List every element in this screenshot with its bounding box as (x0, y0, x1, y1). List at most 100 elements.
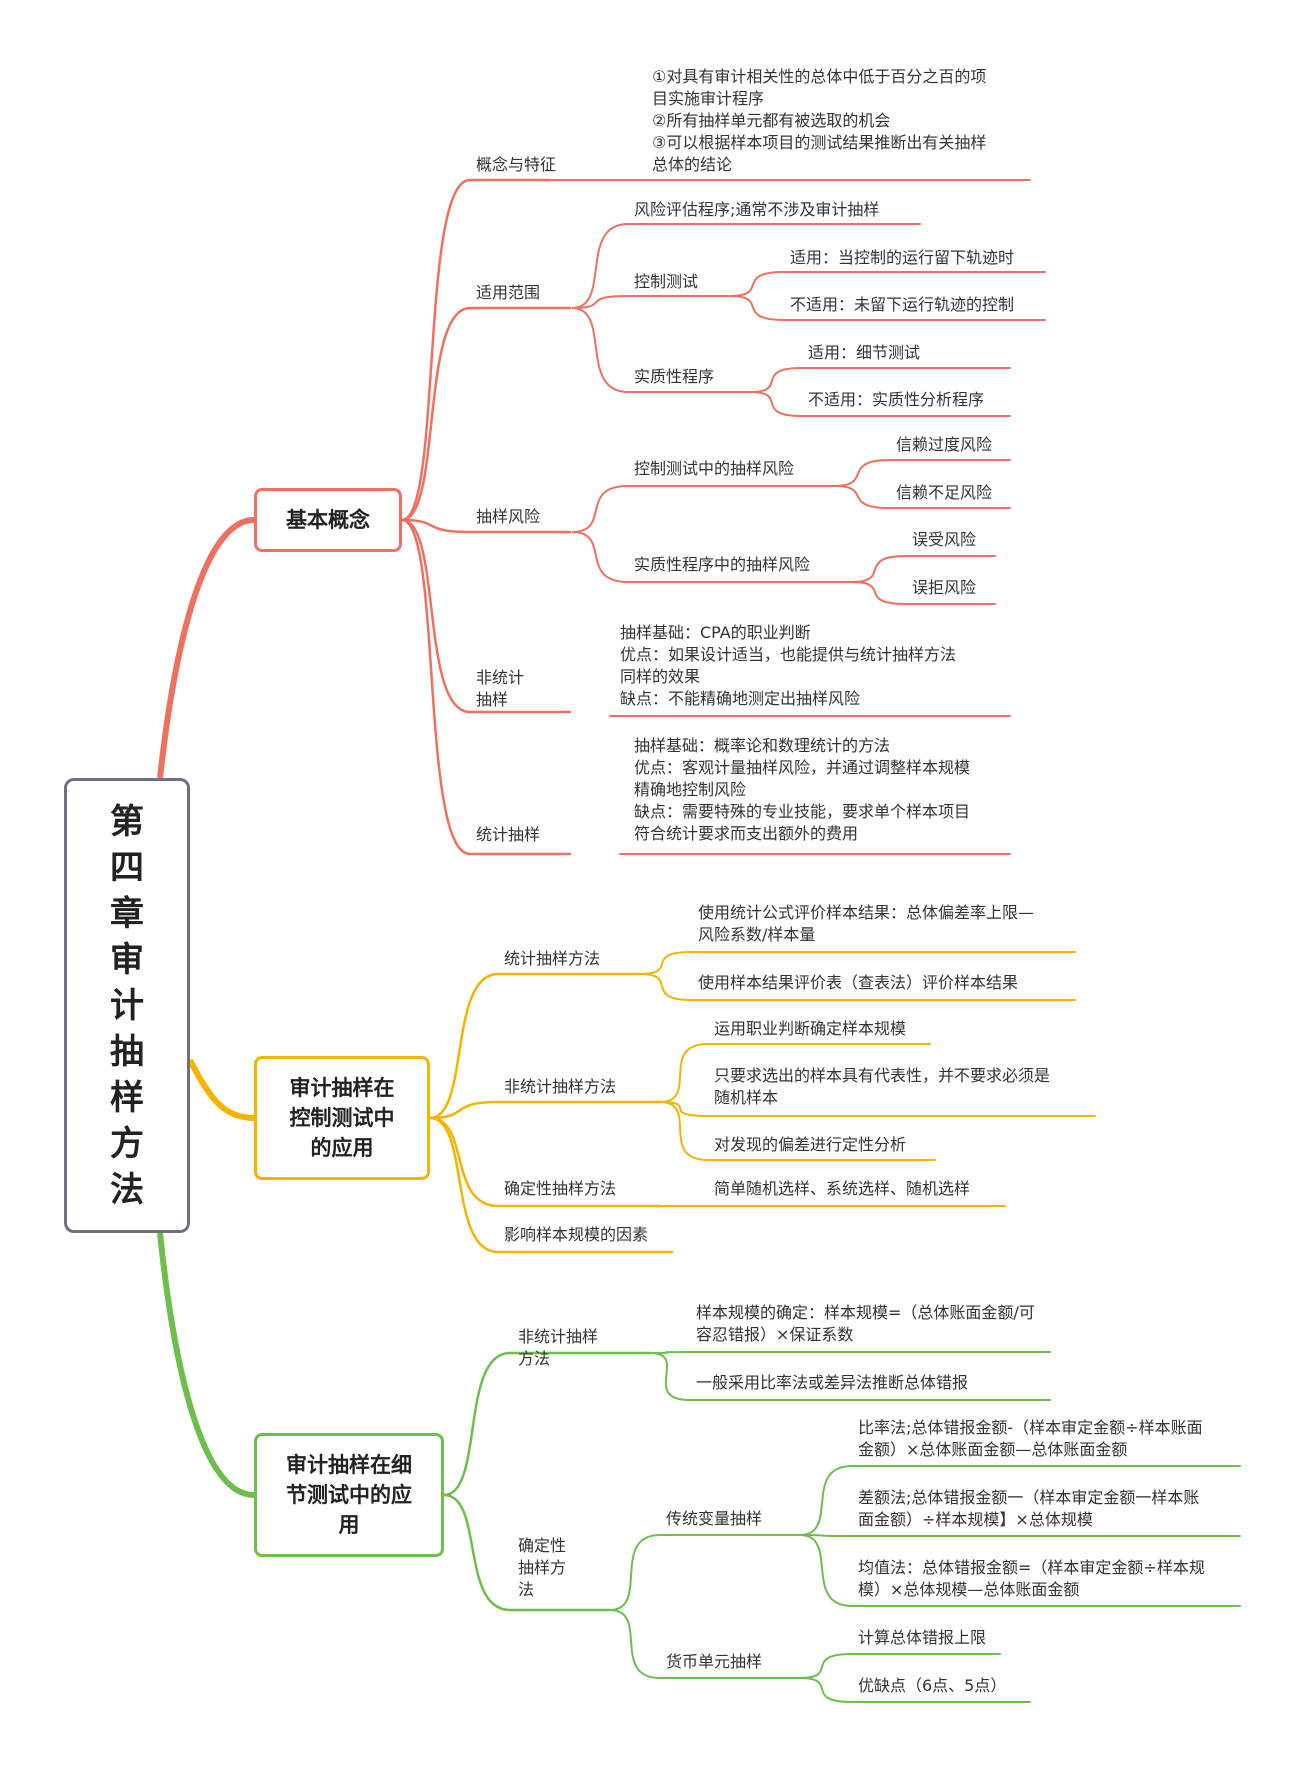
main-node-control-test[interactable]: 审计抽样在 控制测试中 的应用 (254, 1056, 430, 1180)
connector-b1-l1 (401, 518, 471, 534)
node-mus[interactable]: 货币单元抽样 (666, 1652, 763, 1671)
root-title-char: 抽 (110, 1031, 144, 1072)
node-control-applicable[interactable]: 适用：当控制的运行留下轨迹时 (790, 248, 1015, 267)
connector-b2-l1 (429, 972, 499, 1120)
text-nonstat-4: 缺点：不能精确地测定出抽样风险 (620, 689, 861, 708)
node-nonstat-method[interactable]: 非统计抽样方法 (504, 1077, 617, 1096)
main-node-control-test-line: 控制测试中 (289, 1106, 395, 1130)
root-title-char: 计 (110, 985, 144, 1026)
node-risk-assessment[interactable]: 风险评估程序;通常不涉及审计抽样 (634, 200, 880, 219)
main-node-detail-test[interactable]: 审计抽样在细 节测试中的应 用 (254, 1433, 444, 1557)
node-control-test[interactable]: 控制测试 (634, 272, 699, 291)
node-substantive-not-applicable[interactable]: 不适用：实质性分析程序 (808, 390, 985, 409)
connector-nonstatm (659, 1101, 709, 1161)
connector-trad (799, 1465, 853, 1536)
node-stat-method[interactable]: 统计抽样方法 (504, 949, 601, 968)
main-node-detail-test-line: 节测试中的应 (286, 1483, 412, 1507)
connector-scope (571, 307, 629, 393)
connector-ctl (729, 271, 785, 297)
text-nonstat-item2-1: 只要求选出的样本具有代表性，并不要求必须是 (714, 1066, 1051, 1085)
main-node-basic-concepts-label: 基本概念 (286, 508, 370, 532)
node-traditional-variable[interactable]: 传统变量抽样 (666, 1509, 763, 1528)
node-nonstat-1[interactable]: 非统计 (476, 668, 525, 687)
text-nonstat-1: 抽样基础：CPA的职业判断 (620, 623, 811, 642)
connector-nonstatm (659, 1043, 709, 1103)
node-mus-proscons[interactable]: 优缺点（6点、5点） (858, 1676, 1007, 1695)
text-concept-3: ②所有抽样单元都有被选取的机会 (652, 111, 891, 130)
node-detail-nonstat-2[interactable]: 方法 (518, 1349, 551, 1368)
main-node-detail-test-label: 审计抽样在细 节测试中的应 用 (286, 1450, 412, 1540)
connector-b3-l1 (443, 1493, 511, 1612)
connector-statm (639, 973, 693, 1001)
root-title-char: 样 (110, 1077, 144, 1118)
node-incorrect-reject[interactable]: 误拒风险 (912, 578, 977, 597)
main-node-control-test-line: 审计抽样在 (289, 1076, 395, 1100)
node-detail-determ-1[interactable]: 确定性 (518, 1536, 567, 1555)
node-under-reliance[interactable]: 信赖不足风险 (896, 483, 993, 502)
connector-trad (799, 1534, 853, 1537)
node-sampling-risk[interactable]: 抽样风险 (476, 507, 541, 526)
text-detail-size-1: 样本规模的确定：样本规模=（总体账面金额/可 (696, 1303, 1035, 1322)
connector-d-determ (609, 1609, 661, 1679)
connector-sprisk (851, 555, 907, 583)
node-scope[interactable]: 适用范围 (476, 283, 541, 302)
root-title-char: 四 (110, 847, 144, 888)
node-ct-sampling-risk[interactable]: 控制测试中的抽样风险 (634, 459, 795, 478)
node-detail-determ-3[interactable]: 法 (518, 1580, 535, 1599)
connector-root-branch3 (157, 1232, 255, 1498)
node-sp-sampling-risk[interactable]: 实质性程序中的抽样风险 (634, 555, 811, 574)
node-factors[interactable]: 影响样本规模的因素 (504, 1225, 649, 1244)
text-concept-2: 目实施审计程序 (652, 89, 765, 108)
connector-sub (749, 391, 803, 417)
node-control-not-applicable[interactable]: 不适用：未留下运行轨迹的控制 (790, 295, 1015, 314)
root-title-char: 章 (110, 893, 144, 934)
text-detail-size-2: 容忍错报）×保证系数 (696, 1325, 854, 1344)
connector-trad (799, 1534, 853, 1607)
node-detail-ratio[interactable]: 一般采用比率法或差异法推断总体错报 (696, 1373, 969, 1392)
connector-b2-l1 (429, 1100, 499, 1120)
text-ratio-1: 比率法;总体错报金额-（样本审定金额÷样本账面 (858, 1418, 1203, 1437)
connector-b2-l1 (429, 1116, 499, 1208)
node-nonstat-item1[interactable]: 运用职业判断确定样本规模 (714, 1019, 907, 1038)
text-nonstat-item2-2: 随机样本 (714, 1088, 779, 1107)
connector-d-nonstat (649, 1352, 691, 1401)
node-over-reliance[interactable]: 信赖过度风险 (896, 435, 993, 454)
node-substantive[interactable]: 实质性程序 (634, 367, 715, 386)
text-concept-1: ①对具有审计相关性的总体中低于百分之百的项 (652, 67, 987, 86)
main-node-detail-test-line: 审计抽样在细 (286, 1453, 412, 1477)
node-mus-upper[interactable]: 计算总体错报上限 (858, 1628, 987, 1647)
text-nonstat-2: 优点：如果设计适当，也能提供与统计抽样方法 (620, 645, 957, 664)
connector-ctl (729, 295, 785, 321)
node-incorrect-accept[interactable]: 误受风险 (912, 530, 977, 549)
main-node-basic-concepts[interactable]: 基本概念 (254, 488, 402, 552)
node-stat-table[interactable]: 使用样本结果评价表（查表法）评价样本结果 (698, 973, 1019, 992)
connector-mus (799, 1677, 853, 1703)
node-concept[interactable]: 概念与特征 (476, 155, 557, 174)
root-title-char: 法 (110, 1169, 144, 1210)
node-nonstat-item3[interactable]: 对发现的偏差进行定性分析 (714, 1135, 907, 1154)
root-title-char: 第 (110, 801, 144, 842)
text-stat-3: 精确地控制风险 (634, 780, 747, 799)
root-node[interactable]: 第四章审计抽样方法 (64, 778, 190, 1233)
text-diff-2: 面金额）÷样本规模】×总体规模 (858, 1510, 1093, 1529)
connector-nonstatm (659, 1101, 709, 1117)
text-mean-2: 模）×总体规模—总体账面金额 (858, 1580, 1080, 1599)
node-detail-determ-2[interactable]: 抽样方 (518, 1558, 567, 1577)
main-node-detail-test-line: 用 (338, 1513, 360, 1537)
text-stat-5: 符合统计要求而支出额外的费用 (634, 824, 859, 843)
node-nonstat-2[interactable]: 抽样 (476, 690, 509, 709)
text-stat-4: 缺点：需要特殊的专业技能，要求单个样本项目 (634, 802, 971, 821)
connector-d-nonstat (649, 1351, 691, 1354)
root-title-char: 审 (110, 939, 144, 980)
text-stat-2: 优点：客观计量抽样风险，并通过调整样本规模 (634, 758, 971, 777)
node-determ-item[interactable]: 简单随机选样、系统选样、随机选样 (714, 1179, 971, 1198)
connector-ctrisk (833, 485, 891, 509)
connector-scope (571, 223, 629, 309)
node-detail-nonstat-1[interactable]: 非统计抽样 (518, 1327, 599, 1346)
node-determ-method[interactable]: 确定性抽样方法 (504, 1179, 617, 1198)
node-substantive-applicable[interactable]: 适用：细节测试 (808, 343, 921, 362)
connector-root-branch1 (157, 517, 255, 779)
node-stat[interactable]: 统计抽样 (476, 825, 541, 844)
connector-risk (571, 531, 629, 583)
connector-b2-l1 (429, 1116, 499, 1254)
